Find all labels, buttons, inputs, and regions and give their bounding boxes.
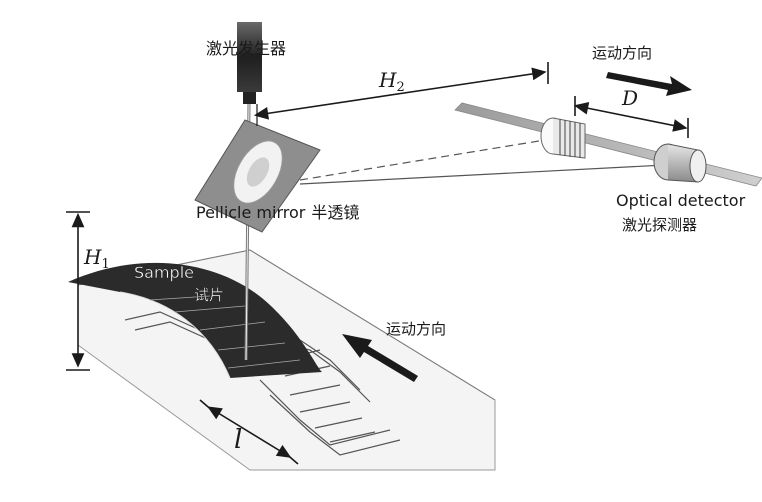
optical-detector-label: Optical detector — [616, 191, 746, 210]
d-dimension — [573, 96, 689, 138]
sample-cn-label: 试片 — [194, 286, 224, 304]
l-label: l — [234, 425, 242, 455]
motion-arrow-middle — [342, 334, 418, 382]
l-dimension — [199, 399, 299, 465]
h2-dimension — [253, 62, 549, 126]
laser-generator-label: 激光发生器 — [206, 39, 286, 58]
motion-direction-top-label: 运动方向 — [592, 44, 652, 62]
sample-strip — [68, 262, 322, 379]
d-label: D — [621, 86, 638, 110]
motion-direction-middle-label: 运动方向 — [386, 320, 446, 338]
optical-detector-cn-label: 激光探测器 — [622, 216, 697, 234]
motion-arrow-top — [606, 72, 692, 96]
reflected-beam-dashed — [299, 139, 546, 181]
reflected-beam-solid — [299, 164, 666, 185]
detector-previous-position — [540, 117, 586, 159]
h1-label: H1 — [83, 245, 110, 272]
pellicle-mirror — [194, 119, 321, 233]
h1-dimension — [66, 211, 90, 371]
laser-generator — [237, 22, 262, 104]
optical-detector — [653, 143, 707, 183]
sample-label: Sample — [134, 263, 194, 282]
sample-fixture — [124, 311, 401, 456]
h2-label: H2 — [378, 68, 405, 95]
